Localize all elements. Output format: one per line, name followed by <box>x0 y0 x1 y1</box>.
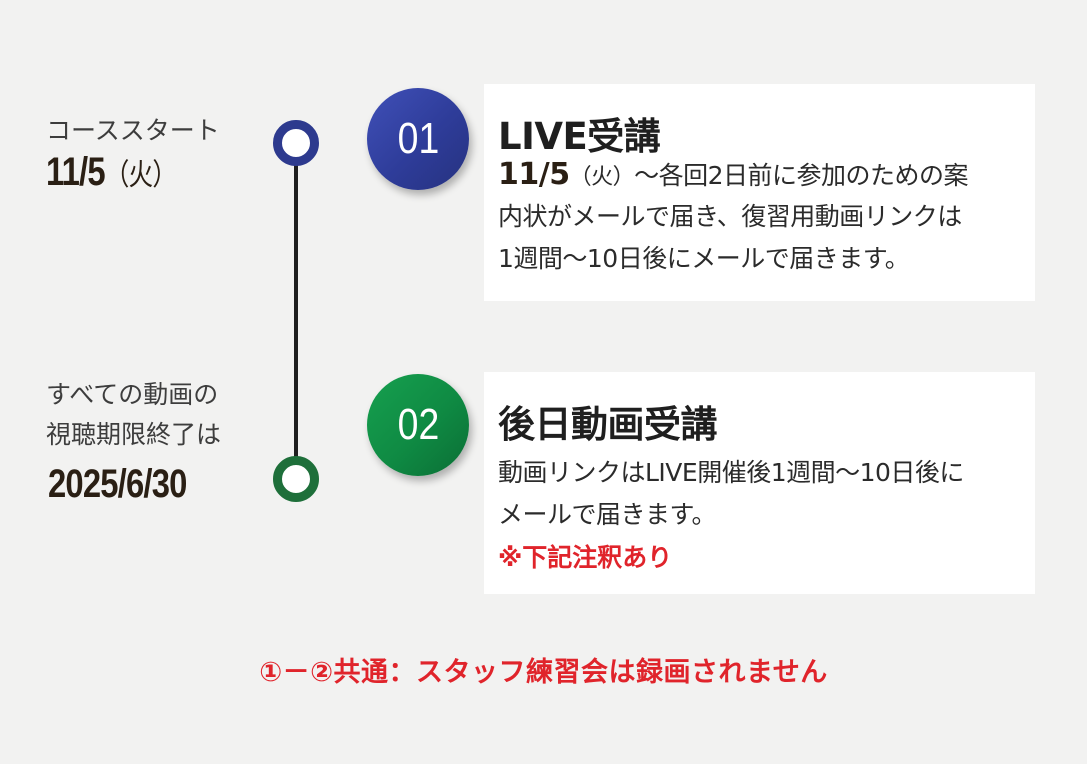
video-deadline-date: 2025/6/30 <box>48 462 187 506</box>
step-01-date: 11/5 <box>498 157 570 192</box>
step-01-card: LIVE受講 11/5（火）〜各回2日前に参加のための案 内状がメールで届き、復… <box>484 84 1035 301</box>
step-01-line3: 1週間〜10日後にメールで届きます。 <box>498 244 910 273</box>
step-01-number: 01 <box>397 114 439 163</box>
step-01-line2: 内状がメールで届き、復習用動画リンクは <box>498 202 962 231</box>
step-01-line1: 11/5（火）〜各回2日前に参加のための案 <box>498 152 969 200</box>
step-02-line2: メールで届きます。 <box>498 500 717 529</box>
timeline-end-ring-icon <box>273 456 319 502</box>
step-02-number: 02 <box>397 400 439 449</box>
step-02-title: 後日動画受講 <box>498 403 718 446</box>
step-02-number-badge: 02 <box>367 374 469 476</box>
course-start-day: （火） <box>104 159 177 192</box>
step-01-day: （火） <box>569 165 635 190</box>
step-02-line1: 動画リンクはLIVE開催後1週間〜10日後に <box>498 458 964 487</box>
timeline-line <box>294 143 298 479</box>
course-start-label: コーススタート <box>46 116 220 145</box>
step-01-line1-rest: 〜各回2日前に参加のための案 <box>634 161 969 190</box>
timeline-start-ring-icon <box>273 120 319 166</box>
step-02-card: 後日動画受講 動画リンクはLIVE開催後1週間〜10日後に メールで届きます。 … <box>484 372 1035 594</box>
course-start-date: 11/5（火） <box>46 150 177 195</box>
footer-note: ①－②共通：スタッフ練習会は録画されません <box>259 657 828 688</box>
video-deadline-label-line2: 視聴期限終了は <box>46 420 222 449</box>
step-01-title: LIVE受講 <box>498 115 661 158</box>
step-01-number-badge: 01 <box>367 88 469 190</box>
course-start-date-value: 11/5 <box>46 150 106 194</box>
video-deadline-label-line1: すべての動画の <box>46 380 219 409</box>
step-02-note: ※下記注釈あり <box>498 543 673 572</box>
